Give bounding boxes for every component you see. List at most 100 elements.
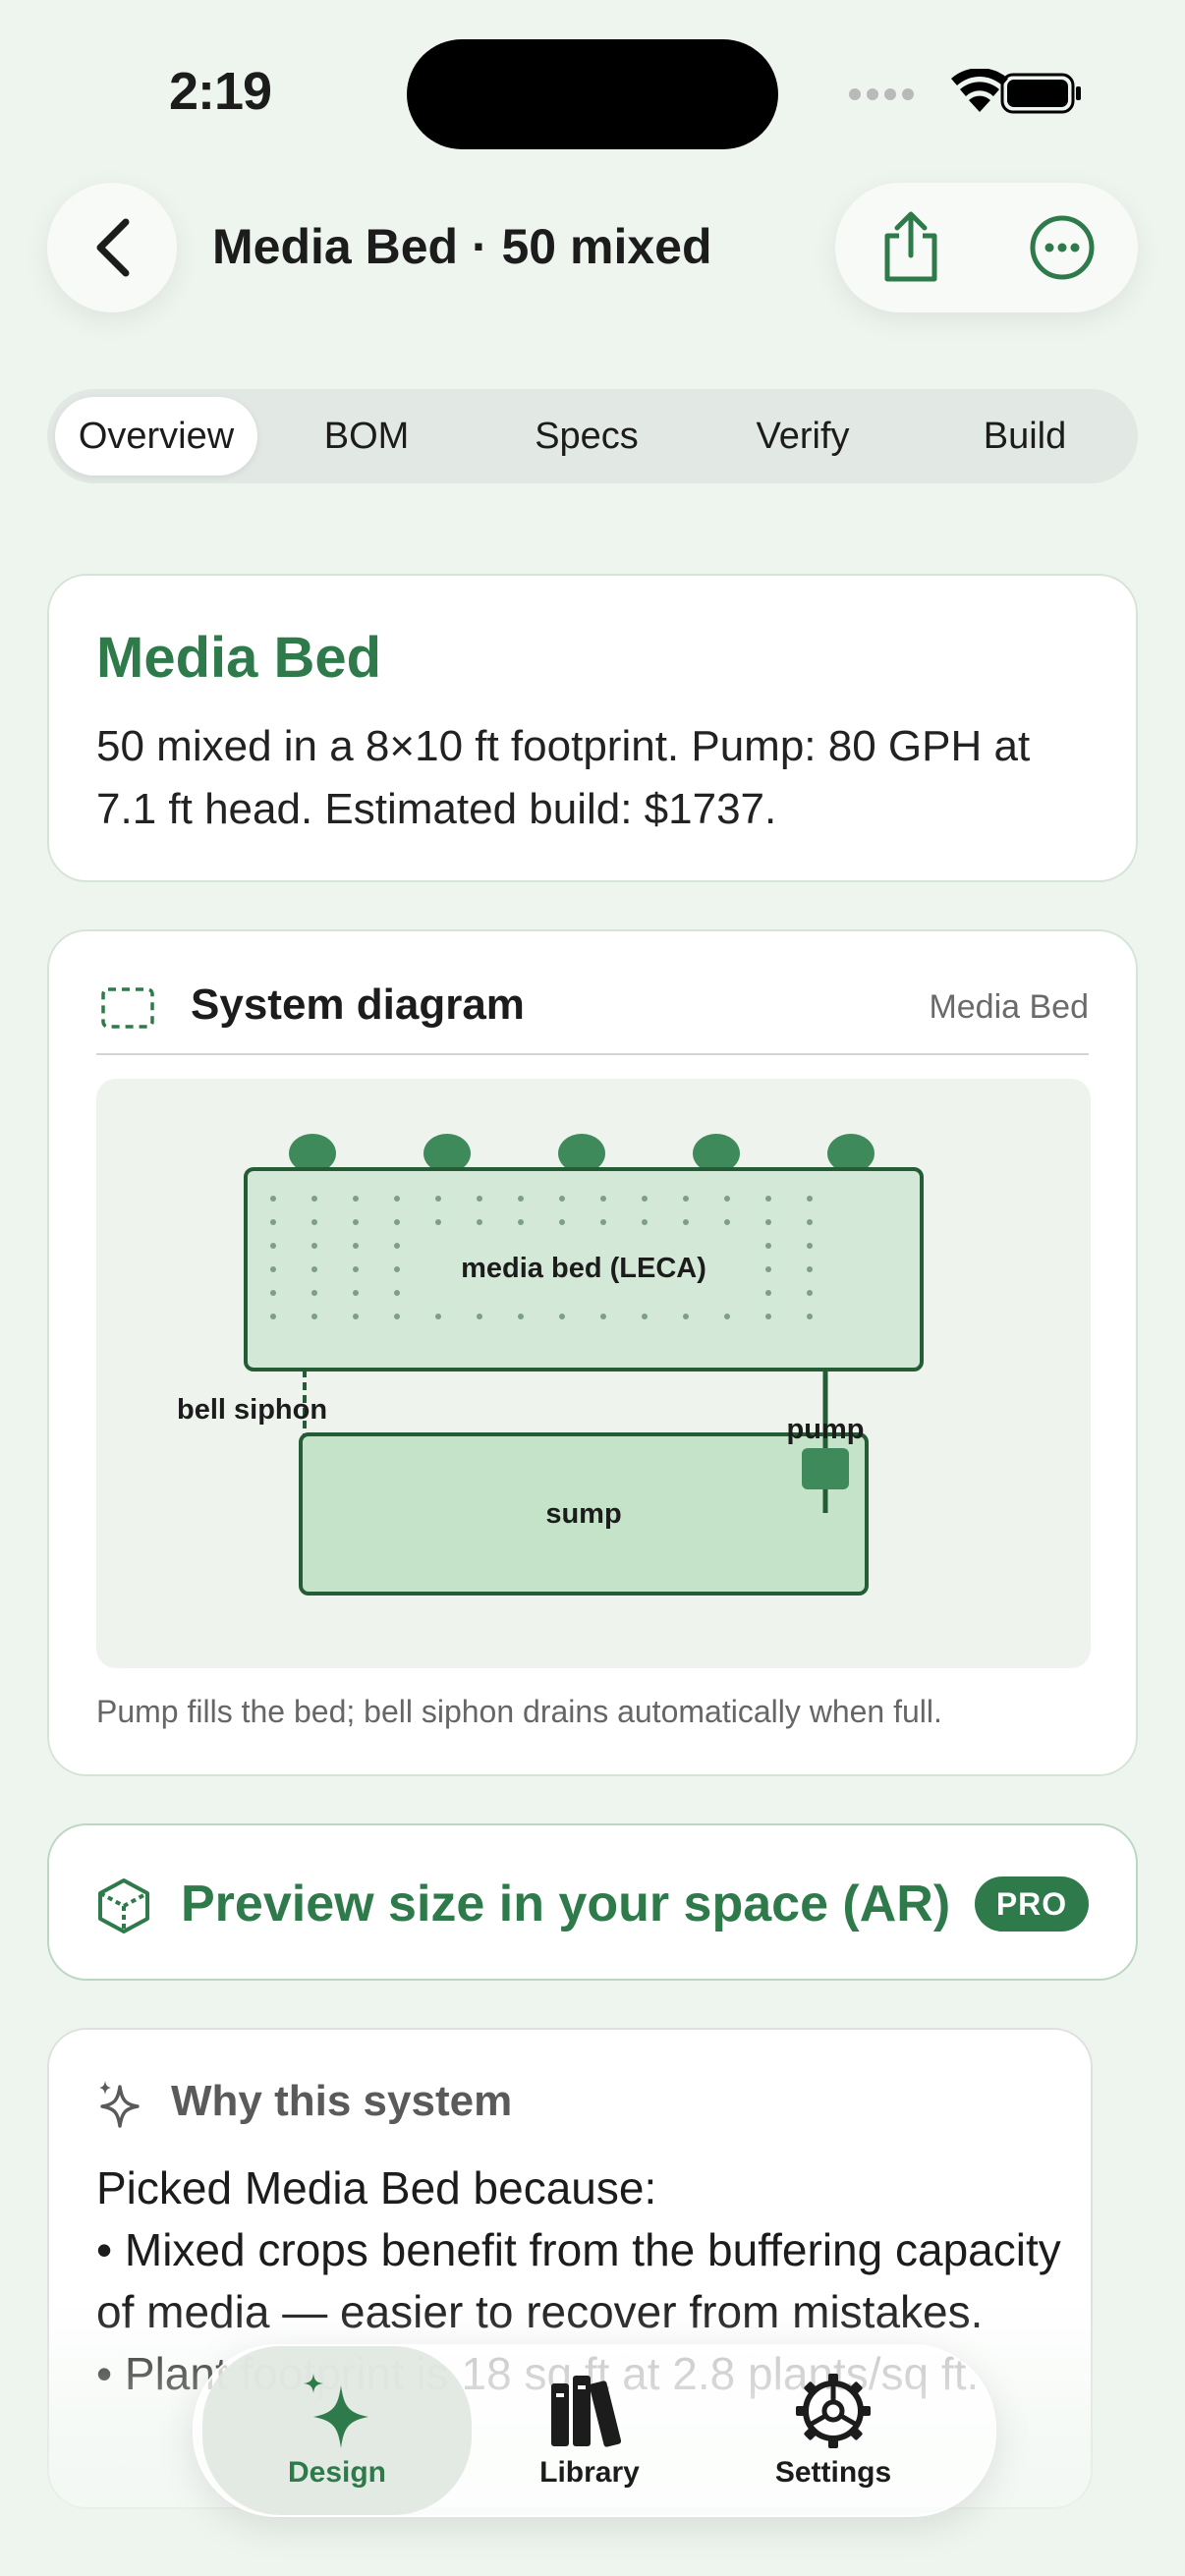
leca-dot: [394, 1290, 400, 1296]
leca-dot: [807, 1243, 813, 1249]
share-button[interactable]: [835, 183, 987, 312]
leca-dot: [765, 1219, 771, 1225]
leca-dot: [559, 1219, 565, 1225]
dashed-frame-icon: [101, 987, 154, 1029]
leca-dot: [353, 1219, 359, 1225]
status-icons: [849, 68, 1085, 118]
chevron-left-icon: [96, 218, 130, 277]
leca-dot: [518, 1219, 524, 1225]
tab-build[interactable]: Build: [983, 415, 1067, 457]
leca-dot: [270, 1314, 276, 1319]
more-button[interactable]: [987, 183, 1138, 312]
sparkles-icon: [99, 2081, 140, 2128]
tab-bom[interactable]: BOM: [323, 415, 410, 457]
leca-dot: [270, 1219, 276, 1225]
leca-dot: [807, 1314, 813, 1319]
leca-dot: [559, 1314, 565, 1319]
system-diagram-card: System diagram Media Bed media bed (LECA…: [47, 929, 1138, 1776]
battery-icon: [1000, 73, 1081, 114]
leca-dot: [683, 1219, 689, 1225]
leca-dot: [394, 1196, 400, 1202]
ar-preview-label: Preview size in your space (AR): [181, 1876, 951, 1932]
ar-preview-button[interactable]: Preview size in your space (AR) PRO: [47, 1823, 1138, 1981]
leca-dot: [765, 1290, 771, 1296]
leca-dot: [765, 1266, 771, 1272]
leca-dot: [353, 1266, 359, 1272]
diagram-system-type: Media Bed: [929, 988, 1089, 1026]
leca-dot: [724, 1219, 730, 1225]
leca-dot: [807, 1219, 813, 1225]
plant-heads: [289, 1134, 875, 1173]
back-button[interactable]: [47, 183, 177, 312]
tab-bar: Design Library Settings: [193, 2344, 996, 2517]
share-icon: [884, 211, 937, 282]
sump-shape: [299, 1432, 869, 1596]
why-title: Why this system: [171, 2077, 513, 2125]
leca-dot: [518, 1314, 524, 1319]
leca-dot: [394, 1219, 400, 1225]
bell-siphon-label: bell siphon: [177, 1394, 327, 1426]
summary-card: Media Bed 50 mixed in a 8×10 ft footprin…: [47, 574, 1138, 882]
leca-dot: [765, 1314, 771, 1319]
leca-dot: [394, 1243, 400, 1249]
section-tabs: Overview BOM Specs Verify Build: [47, 389, 1138, 483]
header-actions: [835, 183, 1138, 312]
leca-dot: [807, 1266, 813, 1272]
leca-dot: [311, 1219, 317, 1225]
leca-dot: [353, 1290, 359, 1296]
cellular-signal-icon: [849, 88, 914, 100]
leca-dot: [600, 1219, 606, 1225]
sparkles-icon: [304, 2374, 368, 2448]
leca-dot: [435, 1196, 441, 1202]
pump-label: pump: [787, 1414, 865, 1445]
leca-dot: [477, 1219, 482, 1225]
diagram-caption: Pump fills the bed; bell siphon drains a…: [96, 1694, 942, 1729]
status-time: 2:19: [169, 62, 272, 121]
tab-verify[interactable]: Verify: [756, 415, 850, 457]
leca-dot: [477, 1314, 482, 1319]
leca-dot: [600, 1314, 606, 1319]
leca-dot: [642, 1314, 648, 1319]
tab-specs[interactable]: Specs: [535, 415, 639, 457]
leca-dot: [270, 1290, 276, 1296]
tabbar-label-library: Library: [539, 2456, 640, 2489]
leca-dot: [477, 1196, 482, 1202]
leca-dot: [311, 1196, 317, 1202]
wifi-icon: [951, 68, 1008, 112]
leca-dot: [683, 1196, 689, 1202]
leca-dot: [311, 1290, 317, 1296]
tabbar-item-settings[interactable]: Settings: [715, 2346, 951, 2515]
page-title: Media Bed · 50 mixed: [212, 219, 712, 274]
summary-text: 50 mixed in a 8×10 ft footprint. Pump: 8…: [96, 722, 1031, 833]
leca-dot: [311, 1243, 317, 1249]
leca-dot: [435, 1314, 441, 1319]
tabbar-label-design: Design: [287, 2456, 387, 2489]
leca-dot: [270, 1196, 276, 1202]
tab-overview[interactable]: Overview: [55, 397, 257, 476]
leca-dot: [724, 1196, 730, 1202]
ellipsis-circle-icon: [1030, 215, 1095, 280]
leca-dot: [559, 1196, 565, 1202]
leca-dot: [807, 1196, 813, 1202]
leca-dot: [642, 1219, 648, 1225]
pro-badge: PRO: [975, 1876, 1089, 1932]
leca-dot: [394, 1314, 400, 1319]
summary-title: Media Bed: [96, 626, 382, 690]
tabbar-item-design[interactable]: Design: [202, 2346, 472, 2515]
leca-dot: [394, 1266, 400, 1272]
leca-dot: [311, 1266, 317, 1272]
sump-label: sump: [545, 1498, 621, 1530]
leca-dot: [765, 1196, 771, 1202]
diagram-canvas: media bed (LECA) bell siphon sump pump: [96, 1079, 1091, 1668]
gear-icon: [796, 2374, 871, 2448]
media-bed-label: media bed (LECA): [461, 1253, 706, 1284]
leca-dot: [311, 1314, 317, 1319]
ar-cube-icon: [98, 1878, 149, 1933]
leca-dot: [270, 1243, 276, 1249]
leca-dot: [807, 1290, 813, 1296]
media-bed-shape: [244, 1167, 924, 1372]
tabbar-item-library[interactable]: Library: [491, 2346, 688, 2515]
books-icon: [551, 2376, 622, 2447]
tabbar-label-settings: Settings: [774, 2456, 892, 2489]
leca-dot: [642, 1196, 648, 1202]
